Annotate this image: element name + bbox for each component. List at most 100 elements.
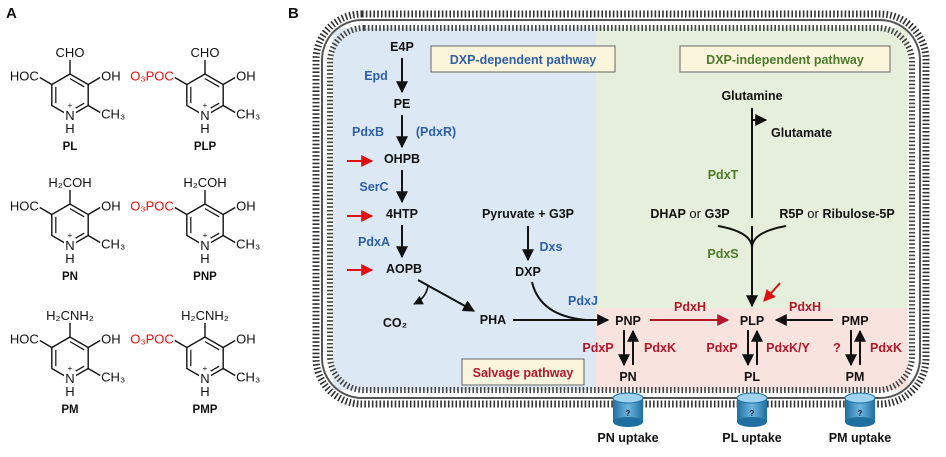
panel-a-label: A <box>6 5 17 22</box>
ring-nitrogen: N <box>65 371 74 386</box>
substituent-left: HOC <box>10 69 39 84</box>
structure-label: PNP <box>193 271 217 283</box>
enzyme-pdxk-pm: PdxK <box>870 341 902 355</box>
enzyme-pdxb: PdxB <box>352 125 384 139</box>
substituent-top: CHO <box>191 45 220 60</box>
ring-nitrogen: N <box>65 108 74 123</box>
enzyme-pdxh-right: PdxH <box>789 300 821 314</box>
enzyme-epd: Epd <box>364 69 388 83</box>
substituent-ch3: CH₃ <box>236 237 260 252</box>
enzyme-pdxh-left: PdxH <box>674 300 706 314</box>
substituent-top: H₂COH <box>183 175 226 190</box>
enzyme-pdxky: PdxK/Y <box>766 341 810 355</box>
transporter-unknown-label: ? <box>626 409 631 418</box>
red-arrow-plp <box>763 282 781 302</box>
metabolite-co2: CO₂ <box>383 316 407 330</box>
substituent-left: O₃POC <box>130 332 174 347</box>
box-dxp-independent-label: DXP-independent pathway <box>706 53 864 67</box>
salvage-pm: ? PdxK PM <box>833 329 902 384</box>
enzyme-pdxt: PdxT <box>708 168 739 182</box>
metabolite-pn: PN <box>619 370 636 384</box>
substituent-ch3: CH₃ <box>236 370 260 385</box>
transporter-pn: ? <box>612 392 644 427</box>
salvage-pn: PdxP PdxK PN <box>582 329 676 384</box>
ring-nitrogen: N <box>65 238 74 253</box>
arrow-aopb-pha <box>417 279 476 312</box>
box-salvage-label: Salvage pathway <box>473 366 574 380</box>
uptake-pn-label: PN uptake <box>597 431 658 445</box>
structure-pmp: H₂CNH₂ O₃POC OH CH₃ N+ H PMP <box>130 308 260 416</box>
substituent-oh: OH <box>101 199 121 214</box>
enzyme-serc: SerC <box>359 180 388 194</box>
enzyme-pdxp-pl: PdxP <box>706 341 737 355</box>
box-dxp-independent: DXP-independent pathway <box>679 45 891 73</box>
substituent-ch3: CH₃ <box>236 107 260 122</box>
substituent-left: HOC <box>10 199 39 214</box>
substituent-left: O₃POC <box>130 69 174 84</box>
metabolite-glutamine: Glutamine <box>721 89 782 103</box>
ring-hydrogen: H <box>65 384 74 399</box>
structure-label: PM <box>61 404 78 416</box>
ring-charge: + <box>203 364 208 373</box>
ring-hydrogen: H <box>200 251 209 266</box>
enzyme-pdxs: PdxS <box>707 247 738 261</box>
substituent-top: H₂CNH₂ <box>181 308 229 323</box>
box-dxp-dependent-label: DXP-dependent pathway <box>450 53 597 67</box>
structure-label: PMP <box>193 404 218 416</box>
ring-hydrogen: H <box>200 121 209 136</box>
transporter-pl: ? <box>736 392 768 427</box>
metabolite-plp: PLP <box>740 314 764 328</box>
substituent-oh: OH <box>236 332 256 347</box>
transporter-unknown-label: ? <box>858 409 863 418</box>
metabolite-glutamate: Glutamate <box>771 126 832 140</box>
metabolite-aopb: AOPB <box>386 262 422 276</box>
ring-charge: + <box>68 231 73 240</box>
metabolite-r5p-ribulose: R5P or Ribulose-5P <box>779 206 894 221</box>
box-dxp-dependent: DXP-dependent pathway <box>430 45 616 73</box>
metabolite-pe: PE <box>394 97 411 111</box>
panel-b-label: B <box>288 5 299 22</box>
ring-charge: + <box>68 101 73 110</box>
enzyme-unknown-pm: ? <box>833 341 841 355</box>
metabolite-4htp: 4HTP <box>386 207 418 221</box>
transporter-pm: ? <box>844 392 876 427</box>
substituent-top: H₂CNH₂ <box>46 308 94 323</box>
ring-hydrogen: H <box>65 121 74 136</box>
ring-charge: + <box>203 231 208 240</box>
substituent-top: H₂COH <box>48 175 91 190</box>
ring-charge: + <box>203 101 208 110</box>
metabolite-ohpb: OHPB <box>384 152 420 166</box>
substituent-left: O₃POC <box>130 199 174 214</box>
substituent-ch3: CH₃ <box>101 370 125 385</box>
substituent-oh: OH <box>236 69 256 84</box>
uptake-pl-label: PL uptake <box>722 431 782 445</box>
substituent-oh: OH <box>101 332 121 347</box>
metabolite-pha: PHA <box>480 313 506 327</box>
substituent-oh: OH <box>101 69 121 84</box>
enzyme-dxs: Dxs <box>540 240 563 254</box>
box-salvage: Salvage pathway <box>461 358 585 386</box>
substituent-left: HOC <box>10 332 39 347</box>
ring-nitrogen: N <box>200 238 209 253</box>
structure-pm: H₂CNH₂ HOC OH CH₃ N+ H PM <box>10 308 125 416</box>
structure-label: PN <box>62 271 78 283</box>
metabolite-pnp: PNP <box>615 314 641 328</box>
ring-nitrogen: N <box>200 371 209 386</box>
arrow-co2 <box>413 285 429 305</box>
substituent-ch3: CH₃ <box>101 237 125 252</box>
ring-nitrogen: N <box>200 108 209 123</box>
metabolite-pm: PM <box>846 370 865 384</box>
enzyme-pdxk-pn: PdxK <box>644 341 676 355</box>
salvage-pl: PdxP PdxK/Y PL <box>706 329 811 384</box>
ring-hydrogen: H <box>200 384 209 399</box>
enzyme-pdxa: PdxA <box>358 235 390 249</box>
ring-charge: + <box>68 364 73 373</box>
transporter-unknown-label: ? <box>750 409 755 418</box>
structure-label: PL <box>63 141 78 153</box>
